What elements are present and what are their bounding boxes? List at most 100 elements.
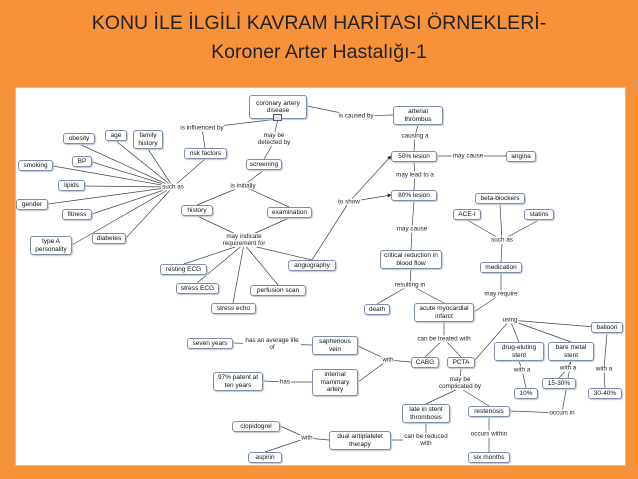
label-has-an-average-life-of: has an average life of bbox=[243, 337, 301, 351]
node-diabetes: diabetes bbox=[92, 233, 126, 244]
connector-line bbox=[459, 387, 490, 407]
label-with-a-mid: with a bbox=[558, 364, 578, 372]
node-clopidogrel: clopidogrel bbox=[232, 421, 280, 432]
node-aspirin: aspirin bbox=[248, 452, 282, 463]
node-risk-factors: risk factors bbox=[184, 148, 227, 159]
label-is-caused-by: is caused by bbox=[337, 112, 375, 120]
connector-line bbox=[348, 155, 392, 203]
concept-map: coronary artery disease arterial thrombu… bbox=[15, 87, 626, 466]
node-bp: BP bbox=[72, 156, 92, 167]
connector-line bbox=[242, 185, 290, 208]
connector-lines bbox=[47, 105, 608, 453]
node-history: history bbox=[181, 205, 213, 216]
label-resulting-in: resulting in bbox=[393, 281, 427, 289]
label-may-require: may require bbox=[483, 290, 519, 298]
connector-line bbox=[509, 319, 572, 343]
connector-line bbox=[91, 186, 174, 215]
node-age: age bbox=[105, 130, 127, 141]
label-may-cause-mid: may cause bbox=[395, 225, 429, 233]
connector-line bbox=[474, 319, 511, 361]
node-15-30: 15-30% bbox=[542, 378, 576, 389]
node-bare-metal-stent: bare metal stent bbox=[548, 342, 594, 361]
node-dual-antiplatelet: dual antiplatelet therapy bbox=[329, 431, 391, 450]
label-with-dual: with bbox=[300, 434, 314, 442]
label-is-initially: is initially bbox=[229, 182, 257, 190]
node-angina: angina bbox=[506, 151, 536, 162]
label-with-a-left: with a bbox=[512, 366, 532, 374]
node-30-40: 30-40% bbox=[588, 388, 622, 399]
node-late-stent-thrombosis: late in stent thrombosis bbox=[402, 404, 450, 423]
label-may-lead-to-a: may lead to a bbox=[395, 171, 435, 179]
connector-line bbox=[115, 140, 174, 188]
node-stress-ecg: stress ECG bbox=[176, 283, 219, 294]
connector-line bbox=[196, 243, 245, 284]
connector-line bbox=[78, 143, 174, 188]
node-stress-echo: stress echo bbox=[211, 303, 256, 314]
node-screening: screening bbox=[246, 159, 282, 170]
connector-line bbox=[47, 186, 174, 205]
label-using: using bbox=[501, 316, 519, 324]
label-can-be-treated-with: can be treated with bbox=[416, 335, 472, 343]
node-ace-i: ACE-I bbox=[453, 209, 481, 220]
document-icon bbox=[273, 114, 282, 121]
node-arterial-thrombus: arterial thrombus bbox=[393, 106, 443, 125]
node-fitness: fitness bbox=[62, 209, 92, 220]
connector-line bbox=[500, 243, 503, 263]
node-10: 10% bbox=[514, 388, 538, 399]
page-subtitle: Koroner Arter Hastalığı-1 bbox=[211, 41, 427, 63]
connector-line bbox=[243, 243, 279, 286]
connector-line bbox=[410, 228, 413, 251]
connector-line bbox=[509, 319, 520, 343]
label-with-a-right: with a bbox=[594, 365, 614, 373]
node-restenosis: restenosis bbox=[468, 406, 510, 417]
node-saphenous-vein: saphenous vein bbox=[312, 336, 358, 355]
label-may-be-detected-by: may be detected by bbox=[251, 132, 297, 146]
node-50-lesion: 50% lesion bbox=[391, 151, 437, 162]
node-balloon: balloon bbox=[591, 322, 623, 333]
node-family-history: family history bbox=[133, 130, 163, 149]
page-title: KONU İLE İLGİLİ KAVRAM HARİTASI ÖRNEKLER… bbox=[91, 12, 547, 34]
node-smoking: smoking bbox=[18, 160, 53, 171]
node-cabg: CABG bbox=[411, 357, 439, 368]
label-occurs-within: occurs within bbox=[469, 430, 509, 438]
label-may-indicate: may indicate requirement for bbox=[217, 233, 271, 247]
label-has: has bbox=[278, 378, 292, 386]
label-such-as-right: such as bbox=[490, 236, 514, 244]
connector-line bbox=[125, 186, 174, 239]
node-acute-myocardial-infarct: acute myocardial infarct bbox=[414, 303, 474, 322]
connector-line bbox=[499, 203, 503, 241]
connector-line bbox=[264, 437, 308, 453]
node-medication: medication bbox=[480, 262, 522, 273]
label-with-cabg: with bbox=[381, 356, 395, 364]
node-statins: statins bbox=[524, 209, 554, 220]
connector-line bbox=[147, 148, 174, 188]
connector-line bbox=[311, 201, 350, 261]
node-80-lesion: 80% lesion bbox=[391, 190, 437, 201]
node-six-months: six months bbox=[468, 452, 510, 463]
connector-line bbox=[183, 243, 245, 265]
connector-line bbox=[509, 319, 608, 329]
node-seven-years: seven years bbox=[187, 338, 233, 349]
node-lipids: lipids bbox=[58, 180, 85, 191]
node-death: death bbox=[364, 304, 390, 315]
label-may-be-complicated-by: may be complicated by bbox=[435, 376, 485, 390]
node-examination: examination bbox=[267, 207, 312, 218]
label-is-influenced-by: is influenced by bbox=[179, 124, 225, 132]
connector-line bbox=[52, 165, 174, 188]
node-97-patent: 97% patent at ten years bbox=[213, 372, 263, 391]
connector-line bbox=[71, 186, 174, 246]
label-may-cause-top: may cause bbox=[451, 152, 485, 160]
node-pcta: PCTA bbox=[447, 357, 475, 368]
label-occurs-in: occurs in bbox=[548, 409, 576, 417]
node-critical-reduction: critical reduction in blood flow bbox=[380, 250, 442, 269]
connector-line bbox=[425, 387, 461, 405]
node-drug-eluting-stent: drug-eluting stent bbox=[494, 342, 544, 361]
node-beta-blockers: beta-blockers bbox=[475, 193, 525, 204]
connector-line bbox=[84, 185, 174, 188]
connector-line bbox=[232, 243, 245, 304]
label-causing-a: causing a bbox=[400, 132, 430, 140]
connector-line bbox=[91, 161, 174, 188]
connector-line bbox=[411, 200, 415, 230]
label-such-as-left: such as bbox=[161, 183, 185, 191]
label-can-be-reduced-with: can be reduced with bbox=[403, 433, 449, 447]
